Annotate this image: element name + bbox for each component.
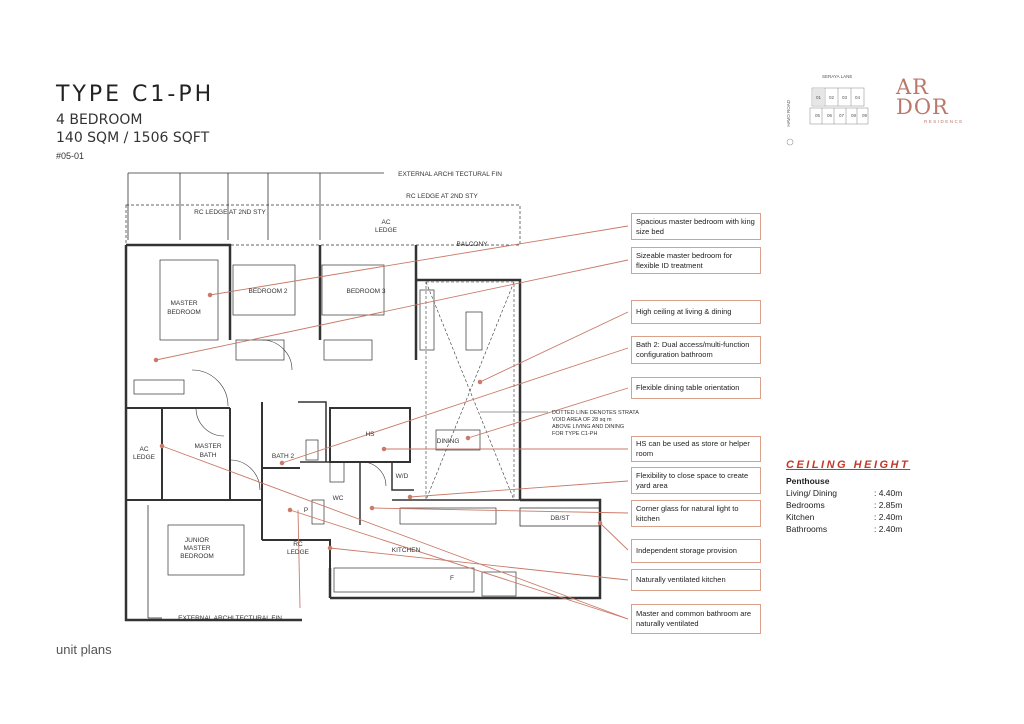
- key-plan-unit: 08: [851, 113, 857, 118]
- ceiling-height-category: Penthouse: [786, 476, 830, 486]
- void-note: FOR TYPE C1-PH: [552, 431, 597, 437]
- callout-box: Corner glass for natural light to kitche…: [631, 500, 761, 527]
- junior-bedroom-label: JUNIOR: [185, 537, 210, 544]
- bath2-label: BATH 2: [272, 453, 295, 460]
- rc-ledge-label: RC: [293, 541, 303, 548]
- ceiling-row-value: : 2.40m: [874, 512, 903, 522]
- p-label: P: [304, 507, 308, 514]
- junior-bedroom-label: MASTER: [183, 545, 210, 552]
- kitchen-label: KITCHEN: [392, 547, 421, 554]
- footer-label: unit plans: [56, 642, 112, 657]
- ceiling-row: Bathrooms : 2.40m: [786, 524, 902, 534]
- ceiling-row-label: Bedrooms: [786, 500, 825, 510]
- rc-ledge-label: RC LEDGE AT 2ND STY: [194, 209, 266, 216]
- ceiling-row-value: : 2.85m: [874, 500, 903, 510]
- ceiling-row-value: : 4.40m: [874, 488, 903, 498]
- master-bath-label: BATH: [200, 452, 217, 459]
- master-bedroom-label: BEDROOM: [167, 309, 201, 316]
- unit-number: #05-01: [56, 151, 85, 161]
- rc-ledge-label: RC LEDGE AT 2ND STY: [406, 193, 478, 200]
- ceiling-row: Kitchen : 2.40m: [786, 512, 902, 522]
- key-plan-unit: 09: [862, 113, 868, 118]
- key-plan-unit: 03: [842, 95, 848, 100]
- master-bath-label: MASTER: [194, 443, 221, 450]
- hs-label: HS: [365, 431, 375, 438]
- key-plan-unit: 07: [839, 113, 845, 118]
- callout-box: Flexible dining table orientation: [631, 377, 761, 399]
- fin-top-label: EXTERNAL ARCHI TECTURAL FIN: [398, 171, 502, 178]
- f-label: F: [450, 575, 454, 582]
- ceiling-row-value: : 2.40m: [874, 524, 903, 534]
- callout-box: Spacious master bedroom with king size b…: [631, 213, 761, 240]
- ceiling-row: Bedrooms : 2.85m: [786, 500, 902, 510]
- junior-bedroom-label: BEDROOM: [180, 553, 214, 560]
- bedroom3-label: BEDROOM 3: [346, 288, 385, 295]
- rc-ledge-label: LEDGE: [287, 549, 310, 556]
- wd-label: W/D: [396, 473, 409, 480]
- callout-box: Naturally ventilated kitchen: [631, 569, 761, 591]
- ceiling-row: Living/ Dining : 4.40m: [786, 488, 902, 498]
- callout-box: HS can be used as store or helper room: [631, 436, 761, 462]
- wc-label: WC: [333, 495, 344, 502]
- key-plan: [786, 87, 869, 146]
- brand-logo-line1: AR: [896, 75, 929, 99]
- ceiling-row-label: Living/ Dining: [786, 488, 838, 498]
- key-plan-unit: 06: [827, 113, 833, 118]
- callout-box: Bath 2: Dual access/multi-function confi…: [631, 336, 761, 364]
- ceiling-row-label: Bathrooms: [786, 524, 828, 534]
- key-plan-unit: 05: [815, 113, 821, 118]
- unit-area: 140 SQM / 1506 SQFT: [56, 130, 210, 146]
- page-title: TYPE C1-PH: [56, 82, 215, 107]
- callout-box: Independent storage provision: [631, 539, 761, 563]
- callout-box: Flexibility to close space to create yar…: [631, 467, 761, 494]
- bedroom-count: 4 BEDROOM: [56, 112, 143, 128]
- brand-logo-line3: RESIDENCE: [924, 119, 964, 124]
- dbst-label: DB/ST: [550, 515, 569, 522]
- fin-bottom-label: EXTERNAL ARCHI TECTURAL FIN: [178, 615, 282, 622]
- ceiling-height-title: CEILING HEIGHT: [786, 459, 911, 471]
- brand-logo-line2: DOR: [896, 95, 949, 119]
- bedroom2-label: BEDROOM 2: [248, 288, 287, 295]
- key-plan-unit: 04: [855, 95, 861, 100]
- void-note: ABOVE LIVING AND DINING: [552, 424, 624, 430]
- dining-label: DINING: [437, 438, 460, 445]
- void-note: VOID AREA OF 28 sq m: [552, 417, 612, 423]
- ac-ledge-label: AC: [381, 219, 390, 226]
- master-bedroom-label: MASTER: [170, 300, 197, 307]
- void-note: DOTTED LINE DENOTES STRATA: [552, 410, 639, 416]
- key-plan-unit: 02: [829, 95, 835, 100]
- ac-ledge-label: LEDGE: [133, 454, 156, 461]
- ceiling-row-label: Kitchen: [786, 512, 815, 522]
- ac-ledge-label: AC: [139, 446, 148, 453]
- ac-ledge-label: LEDGE: [375, 227, 398, 234]
- callout-box: High ceiling at living & dining: [631, 300, 761, 324]
- key-plan-unit: 01: [816, 95, 822, 100]
- balcony-label: BALCONY: [456, 241, 488, 248]
- callout-box: Master and common bathroom are naturally…: [631, 604, 761, 634]
- key-plan-road-top: SERAYA LANE: [822, 74, 853, 79]
- callout-box: Sizeable master bedroom for flexible ID …: [631, 247, 761, 274]
